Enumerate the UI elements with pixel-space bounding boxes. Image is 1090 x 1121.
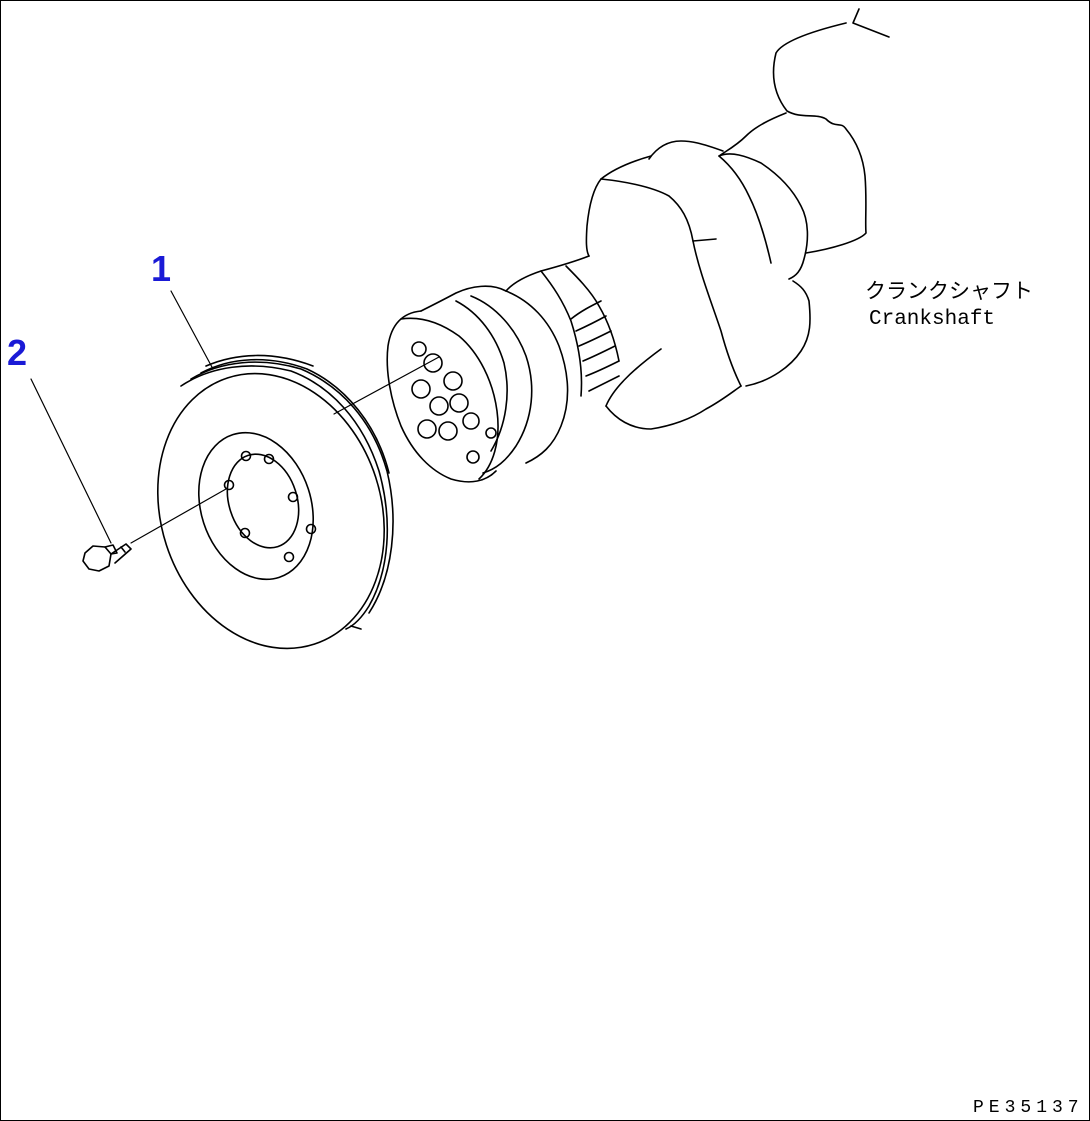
bolt-drawing	[82, 543, 132, 572]
crankshaft-label-english: Crankshaft	[869, 308, 996, 331]
callout-1: 1	[151, 248, 172, 289]
drawing-number: PE35137	[973, 1098, 1084, 1118]
crankshaft-label-japanese: クランクシャフト	[865, 282, 1033, 305]
callout-2: 2	[7, 332, 28, 373]
assembly-lines	[130, 356, 440, 544]
pulley-drawing	[156, 354, 394, 650]
leader-lines	[30, 290, 214, 544]
crankshaft-drawing	[386, 8, 890, 483]
